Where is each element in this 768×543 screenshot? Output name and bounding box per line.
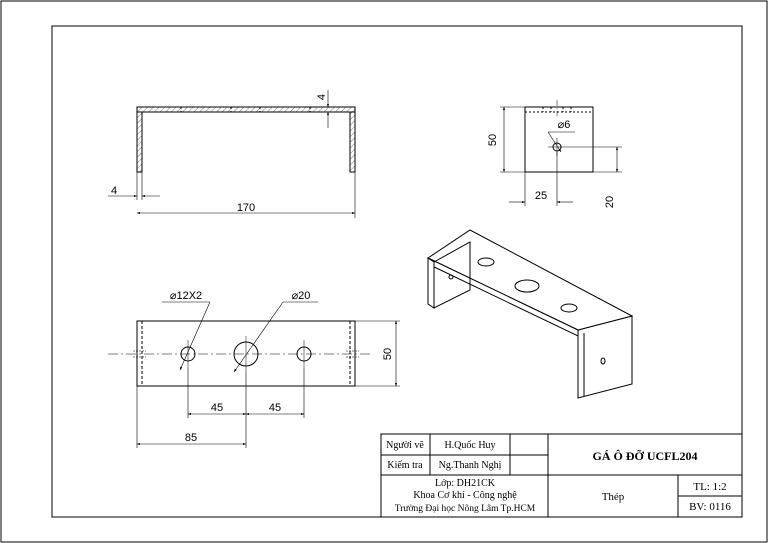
top-view	[108, 301, 400, 448]
dim-hole-small: ⌀6	[558, 119, 571, 131]
front-view	[108, 90, 356, 218]
dim-side-thickness: 4	[111, 185, 117, 197]
dim-bottom-width: 50	[382, 348, 394, 360]
drawn-by-name: H.Quốc Huy	[444, 440, 495, 451]
title-block	[380, 433, 743, 518]
dim-side-hole-y: 20	[604, 196, 616, 208]
dim-hole-12: ⌀12X2	[170, 290, 202, 302]
dim-center-offset: 85	[185, 432, 197, 444]
dim-side-height: 50	[487, 134, 499, 146]
dim-spacing-left: 45	[211, 402, 223, 414]
dim-hole-20: ⌀20	[292, 290, 311, 302]
dim-spacing-right: 45	[269, 402, 281, 414]
drawing-title: GÁ Ô ĐỠ UCFL204	[593, 449, 698, 463]
faculty-label: Khoa Cơ khí - Công nghệ	[413, 490, 517, 501]
drawn-by-label: Người vẽ	[386, 440, 424, 451]
dim-overall-length: 170	[237, 202, 255, 214]
isometric-view	[426, 229, 634, 399]
dim-side-hole-x: 25	[535, 190, 547, 202]
sheet-number: BV: 0116	[689, 501, 731, 513]
scale-label: TL: 1:2	[693, 481, 726, 493]
checked-by-label: Kiểm tra	[387, 460, 423, 471]
material-label: Thép	[602, 491, 625, 503]
class-label: Lớp: DH21CK	[435, 478, 496, 489]
side-view	[500, 100, 622, 206]
checked-by-name: Ng.Thanh Nghị	[439, 460, 502, 471]
university-label: Trường Đại học Nông Lâm Tp.HCM	[395, 504, 536, 514]
dim-top-thickness: 4	[316, 94, 328, 100]
